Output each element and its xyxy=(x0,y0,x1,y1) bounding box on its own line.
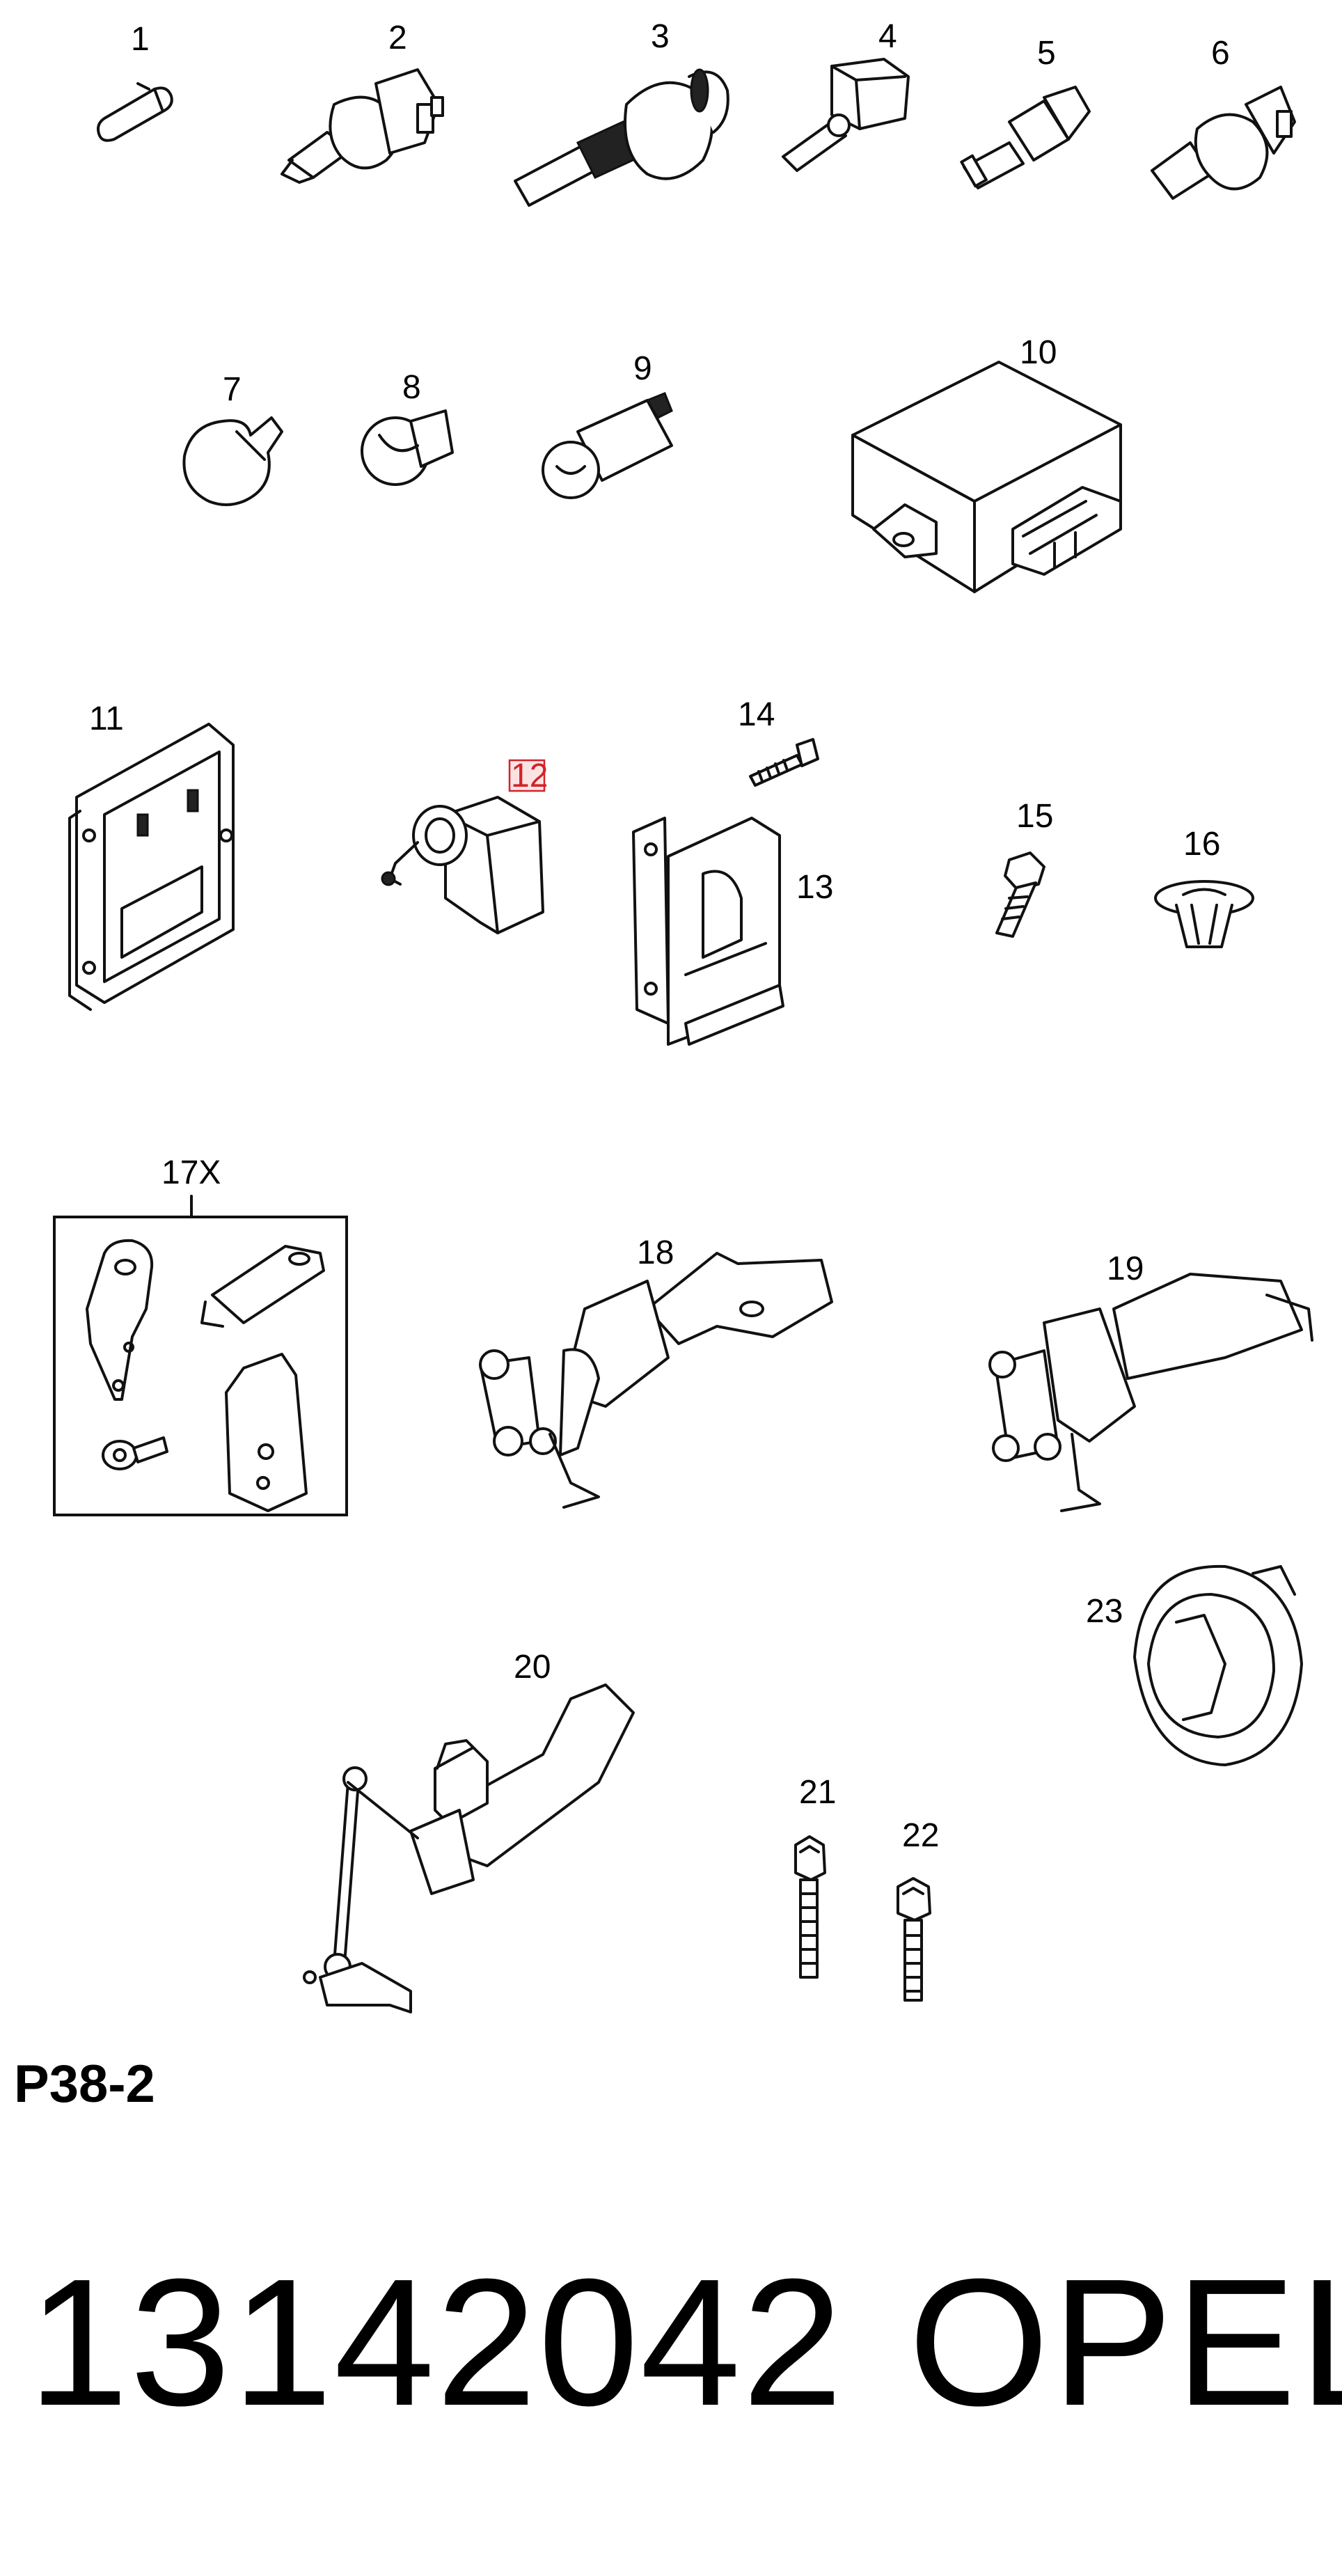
part-6-bulb[interactable] xyxy=(1151,86,1296,200)
callout-2[interactable]: 2 xyxy=(388,19,407,56)
callout-4[interactable]: 4 xyxy=(878,18,897,55)
callout-9[interactable]: 9 xyxy=(633,350,652,387)
callout-14[interactable]: 14 xyxy=(738,696,775,733)
callout-10[interactable]: 10 xyxy=(1020,334,1057,371)
callout-16[interactable]: 16 xyxy=(1183,826,1220,863)
part-22-torx-bolt[interactable] xyxy=(897,1877,931,2002)
part-13-bracket[interactable] xyxy=(632,817,784,1046)
callout-3[interactable]: 3 xyxy=(651,18,670,55)
kit-17x-box[interactable] xyxy=(53,1216,348,1516)
callout-12-highlight-box xyxy=(508,759,546,792)
part-12-leveling-motor[interactable] xyxy=(381,796,544,934)
part-23-bulb-holder[interactable] xyxy=(1133,1564,1303,1766)
part-14-bolt[interactable] xyxy=(749,738,819,787)
figure-code: P38-2 xyxy=(14,2055,155,2114)
kit-17x-bracket-a xyxy=(86,1239,154,1401)
callout-5[interactable]: 5 xyxy=(1037,35,1056,72)
callout-11[interactable]: 11 xyxy=(89,700,124,737)
callout-20[interactable]: 20 xyxy=(514,1649,551,1686)
part-4-d-bulb[interactable] xyxy=(782,58,910,172)
callout-6[interactable]: 6 xyxy=(1211,35,1230,72)
callout-19[interactable]: 19 xyxy=(1107,1250,1144,1287)
part-10-control-module[interactable] xyxy=(851,361,1122,593)
part-16-clip[interactable] xyxy=(1154,880,1254,948)
part-20-level-sensor[interactable] xyxy=(303,1683,635,2013)
part-11-ballast-module[interactable] xyxy=(68,723,235,1011)
part-1-capsule-bulb[interactable] xyxy=(97,82,173,142)
callout-23[interactable]: 23 xyxy=(1086,1593,1123,1630)
callout-17x[interactable]: 17X xyxy=(161,1154,221,1191)
callout-8[interactable]: 8 xyxy=(402,369,421,406)
part-5-h7-bulb[interactable] xyxy=(960,86,1091,189)
part-15-hex-bolt[interactable] xyxy=(995,851,1045,938)
callout-18[interactable]: 18 xyxy=(637,1234,674,1271)
kit-17x-screw xyxy=(102,1436,168,1470)
part-18-level-sensor[interactable] xyxy=(479,1252,833,1509)
kit-17x-bracket-c xyxy=(225,1353,308,1512)
kit-17x-bracket-b xyxy=(200,1245,325,1328)
callout-7[interactable]: 7 xyxy=(223,371,242,408)
part-7-p21w-bulb[interactable] xyxy=(182,416,283,506)
callout-21[interactable]: 21 xyxy=(799,1774,836,1811)
callout-1[interactable]: 1 xyxy=(131,21,150,58)
part-21-torx-bolt[interactable] xyxy=(794,1835,826,1979)
callout-15[interactable]: 15 xyxy=(1016,798,1053,835)
part-8-bulb[interactable] xyxy=(361,409,454,486)
part-9-bulb-socket[interactable] xyxy=(542,392,673,499)
part-number: 13142042 xyxy=(28,2242,844,2444)
callout-12[interactable]: 12 xyxy=(511,757,548,794)
part-19-level-sensor[interactable] xyxy=(988,1273,1313,1512)
part-3-xenon-bulb[interactable] xyxy=(514,68,729,207)
part-2-h4-bulb[interactable] xyxy=(281,68,444,184)
brand-name: OPEL xyxy=(908,2242,1342,2444)
callout-13[interactable]: 13 xyxy=(796,869,833,906)
callout-22[interactable]: 22 xyxy=(902,1817,939,1854)
